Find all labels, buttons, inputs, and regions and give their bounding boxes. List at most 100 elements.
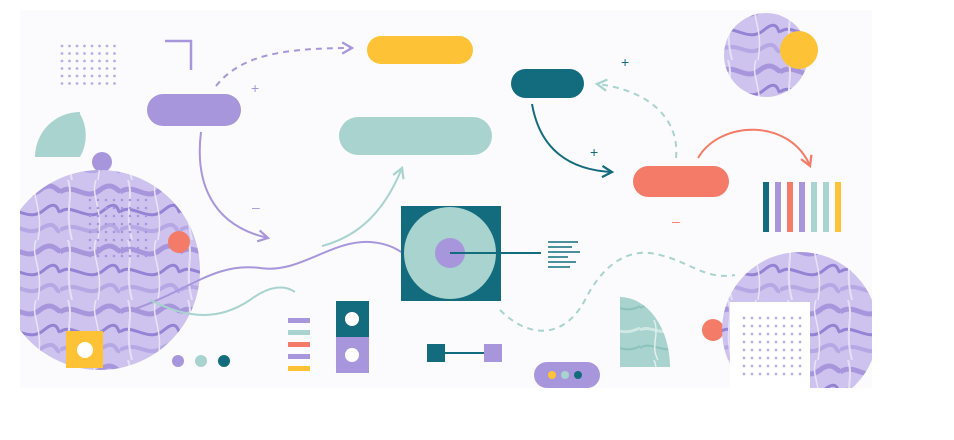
color-bar — [288, 330, 310, 335]
white-dot-icon — [345, 348, 359, 362]
grid-dot — [144, 238, 148, 242]
grid-dot — [113, 74, 116, 78]
grid-dot — [128, 238, 132, 242]
corner-bracket-icon — [165, 39, 193, 70]
coral-dot-icon — [702, 319, 724, 341]
grid-dot — [104, 198, 108, 202]
grid-dot — [144, 254, 148, 258]
grid-dot — [83, 59, 86, 63]
grid-dot — [136, 230, 140, 234]
grid-dot — [766, 332, 770, 336]
grid-dot — [112, 238, 116, 242]
dot-grid-icon — [88, 198, 148, 258]
dashed-arrow — [215, 41, 355, 87]
grid-dot — [68, 67, 71, 70]
white-dot-icon — [77, 342, 93, 358]
grid-dot — [144, 198, 148, 202]
grid-dot — [750, 364, 754, 368]
grid-dot — [798, 340, 802, 344]
minus-sign: – — [252, 199, 260, 215]
grid-dot — [790, 364, 794, 368]
small-dot-icon — [195, 355, 207, 367]
lines-list-icon — [548, 241, 580, 268]
grid-dot — [113, 82, 116, 85]
grid-dot — [774, 324, 778, 328]
grid-dot — [782, 364, 786, 368]
yellow-pill — [367, 36, 473, 64]
grid-dot — [96, 246, 100, 250]
grid-dot — [758, 364, 762, 368]
grid-dot — [104, 206, 108, 210]
grid-dot — [766, 316, 770, 320]
grid-dot — [113, 52, 116, 55]
grid-dot — [90, 52, 94, 55]
quarter-circle-icon — [35, 112, 80, 157]
grid-dot — [88, 246, 92, 250]
grid-dot — [75, 44, 79, 48]
grid-dot — [104, 246, 108, 250]
stripe-bar — [775, 182, 781, 232]
grid-dot — [75, 52, 79, 55]
color-bar — [288, 366, 310, 371]
grid-dot — [742, 348, 746, 352]
plus-sign: + — [621, 54, 629, 70]
dashed-arrow — [594, 78, 678, 159]
wave-line — [149, 286, 296, 316]
grid-dot — [113, 44, 116, 48]
grid-dot — [96, 198, 100, 202]
curved-arrow — [198, 131, 271, 243]
grid-dot — [120, 198, 124, 202]
grid-dot — [136, 254, 140, 258]
grid-dot — [136, 222, 140, 226]
teal-pill — [511, 69, 584, 98]
grid-dot — [120, 230, 124, 234]
grid-dot — [758, 316, 762, 320]
grid-dot — [68, 74, 71, 78]
white-dot-icon — [345, 312, 359, 326]
grid-dot — [88, 198, 92, 202]
curved-arrow — [531, 103, 615, 179]
grid-dot — [113, 59, 116, 63]
grid-dot — [104, 214, 108, 218]
grid-dot — [798, 324, 802, 328]
grid-dot — [98, 44, 101, 48]
small-dot-icon — [218, 355, 230, 367]
grid-dot — [68, 52, 71, 55]
grid-dot — [136, 238, 140, 242]
color-bar — [288, 318, 310, 323]
grid-dot — [790, 356, 794, 360]
grid-dot — [144, 214, 148, 218]
grid-dot — [742, 364, 746, 368]
stripe-bar — [823, 182, 829, 232]
grid-dot — [758, 340, 762, 344]
grid-dot — [105, 67, 109, 70]
minus-sign: – — [672, 213, 680, 229]
color-bar — [288, 342, 310, 347]
grid-dot — [144, 206, 148, 210]
grid-dot — [774, 348, 778, 352]
dot-grid-icon — [60, 44, 116, 85]
grid-dot — [60, 44, 64, 48]
grid-dot — [790, 316, 794, 320]
grid-dot — [128, 214, 132, 218]
small-dot-icon — [172, 355, 184, 367]
grid-dot — [112, 254, 116, 258]
grid-dot — [774, 340, 778, 344]
toggle-dot — [548, 371, 556, 379]
connector-end — [484, 344, 502, 362]
grid-dot — [96, 214, 100, 218]
grid-dot — [758, 348, 762, 352]
plus-sign: + — [251, 80, 259, 96]
grid-dot — [88, 214, 92, 218]
grid-dot — [112, 198, 116, 202]
grid-dot — [60, 74, 64, 78]
panel-content: + – — [20, 13, 872, 388]
grid-dot — [75, 82, 79, 85]
grid-dot — [120, 206, 124, 210]
marbled-quarter-icon — [620, 297, 670, 367]
dot-grid-icon — [742, 316, 802, 376]
grid-dot — [774, 364, 778, 368]
grid-dot — [104, 230, 108, 234]
grid-dot — [120, 214, 124, 218]
